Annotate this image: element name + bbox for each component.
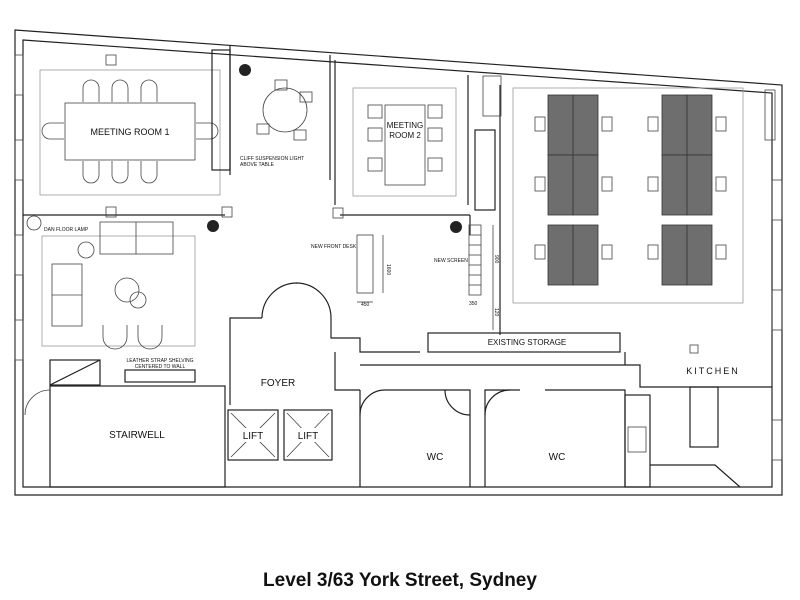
front-desk-note: NEW FRONT DESK xyxy=(311,244,357,250)
desk-length-dim: 1600 xyxy=(385,264,391,275)
screen-gap-dim: 120 xyxy=(493,308,499,317)
meeting-room-2: MEETING ROOM 2 xyxy=(352,87,457,197)
plant-icons xyxy=(207,64,462,233)
door-swing xyxy=(24,389,51,416)
new-screen xyxy=(468,224,494,330)
cliff-light-note-2: ABOVE TABLE xyxy=(240,162,275,168)
inner-wall xyxy=(22,39,773,488)
columns xyxy=(105,206,344,219)
lifts: LIFT LIFT xyxy=(227,409,333,461)
chair-desk xyxy=(482,75,502,117)
foyer-label: FOYER xyxy=(261,378,295,389)
meeting-room-2-label: MEETING xyxy=(387,121,423,130)
desk-width-dim: 450 xyxy=(361,302,370,308)
round-table xyxy=(256,79,313,141)
wc-rooms xyxy=(359,364,626,487)
kitchen xyxy=(624,344,772,488)
windows xyxy=(14,54,783,461)
meeting-room-2-label-2: ROOM 2 xyxy=(389,131,421,140)
existing-storage-label: EXISTING STORAGE xyxy=(488,338,567,347)
lift-2-label: LIFT xyxy=(298,431,319,442)
cliff-light-note: CLIFF SUSPENSION LIGHT xyxy=(240,156,304,162)
meeting-room-1: MEETING ROOM 1 xyxy=(39,54,221,196)
plan-title: Level 3/63 York Street, Sydney xyxy=(263,570,537,591)
partitions xyxy=(23,45,501,335)
existing-storage xyxy=(427,332,621,353)
foyer-walls xyxy=(49,282,420,405)
wc-2-label: WC xyxy=(549,452,566,463)
screen-width-dim: 350 xyxy=(469,301,478,307)
lift-1-label: LIFT xyxy=(243,431,264,442)
stairwell xyxy=(49,385,226,488)
lounge xyxy=(26,215,196,350)
meeting-room-1-label: MEETING ROOM 1 xyxy=(90,127,169,137)
wc-1-label: WC xyxy=(427,452,444,463)
dan-floor-lamp-note: DAN FLOOR LAMP xyxy=(44,227,89,233)
kitchen-label: KITCHEN xyxy=(686,366,740,376)
screen-length-dim: 900 xyxy=(493,255,499,264)
front-desk xyxy=(356,234,384,303)
workstations xyxy=(512,87,744,304)
shelving-note: LEATHER STRAP SHELVING xyxy=(127,358,194,364)
new-screen-note: NEW SCREEN xyxy=(434,258,468,264)
shelving-note-2: CENTERED TO WALL xyxy=(135,364,186,370)
stairwell-label: STAIRWELL xyxy=(109,430,165,441)
